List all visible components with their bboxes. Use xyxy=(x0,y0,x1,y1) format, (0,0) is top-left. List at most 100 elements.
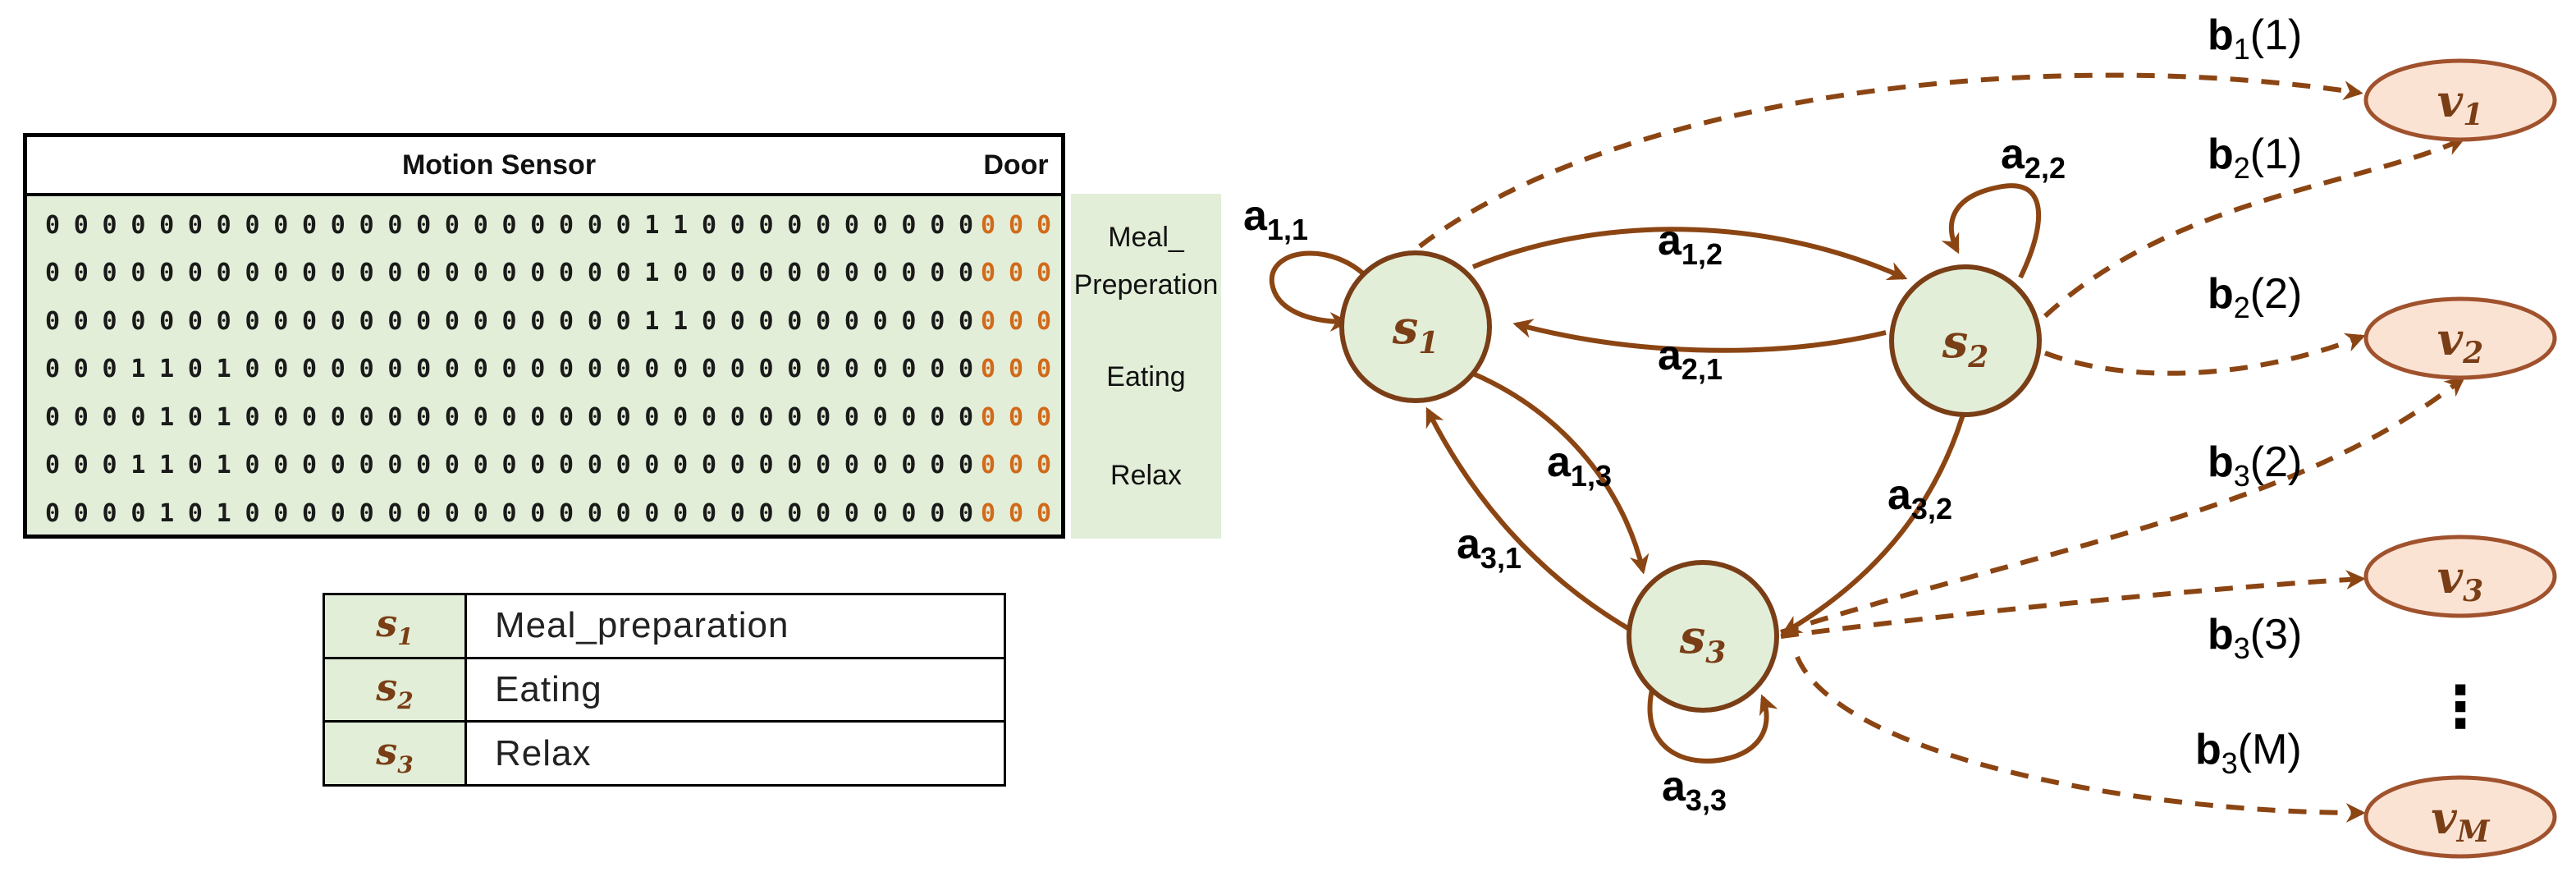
sensor-bit: 0 xyxy=(758,210,774,240)
emission-label-b2-2: b2(2) xyxy=(2208,270,2302,324)
sensor-bit: 1 xyxy=(130,355,146,383)
sensor-bit: 0 xyxy=(559,306,574,336)
sensor-bit: 0 xyxy=(787,355,803,383)
sensor-bit: 0 xyxy=(501,259,517,287)
sensor-bit: 0 xyxy=(930,451,945,480)
sensor-bit: 0 xyxy=(359,259,374,287)
transition-label-a21: a2,1 xyxy=(1658,332,1723,386)
sensor-bit: 0 xyxy=(273,259,289,287)
sensor-bit: 0 xyxy=(473,355,488,383)
transition-label-a13: a1,3 xyxy=(1547,438,1612,493)
sensor-bit: 0 xyxy=(416,210,432,240)
emission-arrow-b2-2 xyxy=(2043,333,2366,376)
observation-label-v2: v2 xyxy=(2437,313,2483,370)
transition-arrow-2-1 xyxy=(1512,319,1887,353)
sensor-bit: 0 xyxy=(473,259,488,287)
sensor-bit: 0 xyxy=(387,306,403,336)
sensor-bit: 0 xyxy=(1008,498,1024,528)
sensor-bit: 0 xyxy=(102,259,117,287)
sensor-bit: 0 xyxy=(330,306,345,336)
sensor-bit: 0 xyxy=(130,498,146,528)
sensor-bit: 0 xyxy=(901,259,917,287)
sensor-bit: 0 xyxy=(758,306,774,336)
sensor-bit: 1 xyxy=(130,451,146,480)
sensor-bit: 0 xyxy=(44,210,61,240)
sensor-bit: 0 xyxy=(958,451,974,480)
sensor-bit: 1 xyxy=(216,355,231,383)
sensor-bit: 0 xyxy=(816,355,831,383)
sensor-bit: 0 xyxy=(530,355,546,383)
sensor-bit: 0 xyxy=(1008,355,1024,383)
sensor-bit: 0 xyxy=(701,402,716,432)
legend-activity-name: Meal_preparation xyxy=(464,593,1006,659)
sensor-bit: 0 xyxy=(444,306,460,336)
sensor-bit: 0 xyxy=(387,451,403,480)
sensor-bit: 0 xyxy=(644,498,660,528)
sensor-bit: 0 xyxy=(245,498,260,528)
sensor-bit: 0 xyxy=(644,355,660,383)
sensor-bit: 0 xyxy=(444,355,460,383)
legend-symbol: s1 xyxy=(323,593,467,659)
sensor-bit: 0 xyxy=(730,355,745,383)
sensor-bit: 0 xyxy=(530,451,546,480)
state-node-s3: s3 xyxy=(1627,560,1779,713)
transition-label-a31: a3,1 xyxy=(1457,521,1521,575)
emission-arrow-b3-2 xyxy=(1780,377,2465,635)
emission-label-b3-2: b3(2) xyxy=(2208,438,2302,493)
sensor-bit: 0 xyxy=(273,210,289,240)
sensor-bit: 1 xyxy=(216,451,231,480)
sensor-bit: 0 xyxy=(1036,259,1052,287)
sensor-bit: 0 xyxy=(587,451,602,480)
sensor-bit: 0 xyxy=(1036,355,1052,383)
sensor-bit: 0 xyxy=(872,355,888,383)
sensor-bit: 0 xyxy=(730,498,745,528)
sensor-bit: 0 xyxy=(530,306,546,336)
transition-arrow-3-2 xyxy=(1781,414,1965,635)
sensor-bit: 0 xyxy=(1036,210,1052,240)
sensor-bit: 0 xyxy=(359,402,374,432)
sensor-bit: 0 xyxy=(73,306,89,336)
sensor-bit: 0 xyxy=(102,451,117,480)
sensor-bit: 0 xyxy=(980,402,996,432)
transition-arrow-1-1 xyxy=(1269,250,1373,332)
sensor-bit: 0 xyxy=(787,210,803,240)
sensor-bit: 0 xyxy=(330,451,345,480)
sensor-bit: 0 xyxy=(44,259,61,287)
sensor-bit: 0 xyxy=(701,498,716,528)
sensor-bit: 0 xyxy=(559,259,574,287)
sensor-bit: 0 xyxy=(387,355,403,383)
sensor-bit: 0 xyxy=(758,259,774,287)
sensor-bit: 0 xyxy=(302,355,318,383)
sensor-bit: 0 xyxy=(559,498,574,528)
emission-arrow-b2-1 xyxy=(2043,137,2466,319)
sensor-bit: 0 xyxy=(816,498,831,528)
sensor-bit: 0 xyxy=(416,498,432,528)
sensor-bit: 0 xyxy=(530,259,546,287)
transition-arrow-3-1 xyxy=(1425,406,1636,635)
sensor-bit: 0 xyxy=(273,451,289,480)
sensor-bit: 0 xyxy=(501,210,517,240)
transition-label-a33: a3,3 xyxy=(1662,763,1727,817)
sensor-bit: 1 xyxy=(159,451,175,480)
sensor-bit: 0 xyxy=(130,259,146,287)
sensor-bit: 1 xyxy=(216,402,231,432)
state-node-s2: s2 xyxy=(1889,264,2042,417)
sensor-bit: 0 xyxy=(901,210,917,240)
sensor-bit: 0 xyxy=(501,498,517,528)
sensor-bit: 0 xyxy=(501,306,517,336)
sensor-bit: 0 xyxy=(673,451,689,480)
sensor-bit: 1 xyxy=(216,498,231,528)
sensor-bit: 0 xyxy=(416,451,432,480)
sensor-bit: 0 xyxy=(44,451,61,480)
sensor-bit: 0 xyxy=(444,402,460,432)
transition-arrow-1-2 xyxy=(1471,227,1908,281)
sensor-bit: 0 xyxy=(216,210,231,240)
transition-label-a22: a2,2 xyxy=(2001,131,2066,185)
